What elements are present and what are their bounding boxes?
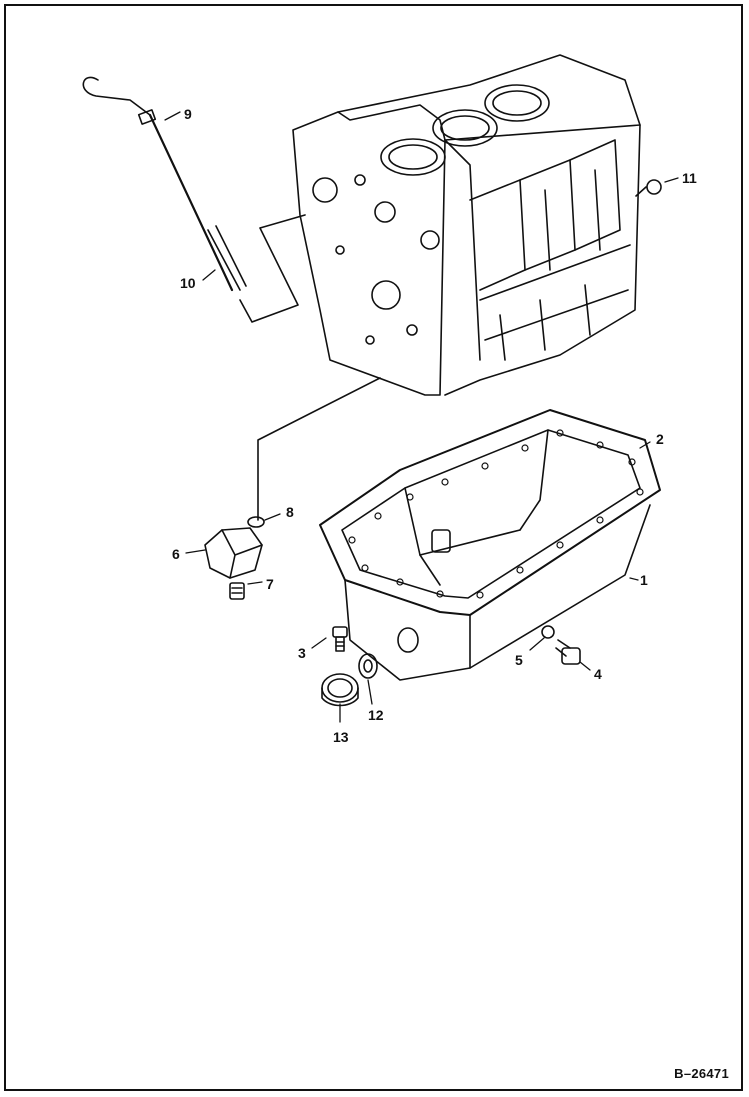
callout-3: 3	[298, 645, 306, 661]
callout-11: 11	[682, 170, 697, 186]
callout-9: 9	[184, 106, 192, 122]
callout-5: 5	[515, 652, 523, 668]
callout-2: 2	[656, 431, 664, 447]
dipstick-assembly	[82, 76, 306, 323]
callout-7: 7	[266, 576, 274, 592]
assembly-line	[257, 377, 381, 521]
callout-4: 4	[594, 666, 602, 682]
leader-lines	[164, 111, 679, 723]
callout-8: 8	[286, 504, 294, 520]
engine-block	[292, 54, 641, 396]
callout-12: 12	[368, 707, 384, 723]
page-border	[4, 4, 743, 1091]
callout-6: 6	[172, 546, 180, 562]
oil-pan	[319, 409, 661, 681]
bolt-3	[332, 626, 348, 652]
callout-10: 10	[180, 275, 196, 291]
callout-1: 1	[640, 572, 648, 588]
figure-reference-number: B–26471	[674, 1066, 729, 1081]
filler-cap-13	[321, 653, 378, 707]
callout-13: 13	[333, 729, 349, 745]
plug-11	[635, 179, 662, 197]
oil-strainer	[204, 516, 265, 600]
drain-plug-4	[541, 625, 581, 665]
